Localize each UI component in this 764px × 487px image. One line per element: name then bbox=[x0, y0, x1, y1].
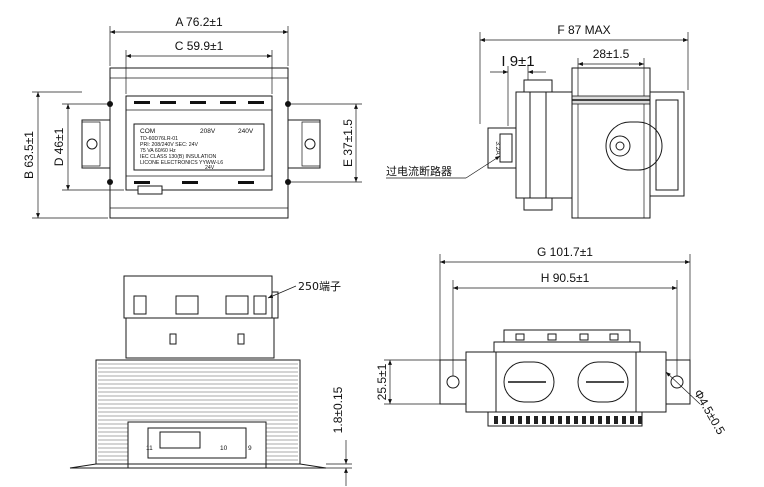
dim-hole-label: Φ4.5±0.5 bbox=[691, 387, 728, 437]
front-view: COM 208V 240V TD-60D76LR-01 PRI: 208/240… bbox=[22, 15, 362, 219]
dim-28-label: 28±1.5 bbox=[593, 47, 630, 61]
flange-hole-left bbox=[446, 375, 460, 389]
nameplate-line1-left: COM bbox=[140, 128, 155, 135]
front-flange-hole-right bbox=[304, 138, 316, 150]
bottom-pin bbox=[614, 416, 618, 424]
bottom-pin bbox=[550, 416, 554, 424]
bottom-pin bbox=[638, 416, 642, 424]
bottom-pin bbox=[510, 416, 514, 424]
dim-i-label: I 9±1 bbox=[501, 53, 534, 70]
dim-b-label: B 63.5±1 bbox=[22, 131, 36, 179]
side-core bbox=[571, 67, 651, 219]
nameplate-line1-right: 240V bbox=[238, 128, 254, 135]
nameplate-line3: PRI: 208/240V SEC: 24V bbox=[140, 142, 199, 148]
nameplate-line1-mid: 208V bbox=[200, 128, 216, 135]
bottom-pin bbox=[590, 416, 594, 424]
nameplate-line2: TD-60D76LR-01 bbox=[140, 136, 178, 142]
dim-c-label: C 59.9±1 bbox=[175, 39, 224, 53]
dim-thickness-label: 1.8±0.15 bbox=[331, 386, 345, 433]
bottom-right-core bbox=[465, 351, 667, 413]
bottom-pin bbox=[534, 416, 538, 424]
bottom-pin bbox=[582, 416, 586, 424]
bottom-pin bbox=[630, 416, 634, 424]
bottom-pin bbox=[566, 416, 570, 424]
bottom-pin bbox=[518, 416, 522, 424]
bottom-right-flange bbox=[439, 359, 691, 405]
dim-h-label: H 90.5±1 bbox=[541, 271, 590, 285]
bottom-pin bbox=[526, 416, 530, 424]
bottom-left-view: 11 10 9 250端子 1.8±0.15 bbox=[69, 275, 352, 486]
breaker-label: 过电流断路器 bbox=[386, 164, 452, 178]
bottom-pin bbox=[494, 416, 498, 424]
pin-mid-label: 10 bbox=[220, 445, 228, 452]
front-flange-hole-left bbox=[86, 138, 98, 150]
bottom-pin bbox=[598, 416, 602, 424]
nameplate bbox=[133, 123, 265, 171]
dim-a-label: A 76.2±1 bbox=[175, 15, 223, 29]
breaker-text: 3.2A bbox=[494, 141, 501, 155]
dim-e-label: E 37±1.5 bbox=[341, 119, 355, 167]
pin-left-label: 11 bbox=[146, 445, 153, 452]
terminal-label: 250端子 bbox=[298, 280, 341, 293]
dim-height-label: 25.5±1 bbox=[375, 363, 389, 400]
dim-g-label: G 101.7±1 bbox=[537, 245, 593, 259]
bottom-pin bbox=[502, 416, 506, 424]
dim-f-label: F 87 MAX bbox=[557, 23, 610, 37]
nameplate-line7: 24V bbox=[205, 165, 215, 171]
bottom-pin bbox=[542, 416, 546, 424]
dim-d-label: D 46±1 bbox=[52, 127, 66, 166]
nameplate-line5: IEC CLASS 130(B) INSULATION bbox=[140, 154, 217, 160]
pin-right-label: 9 bbox=[248, 445, 252, 452]
bottom-pin bbox=[622, 416, 626, 424]
bottom-pin bbox=[574, 416, 578, 424]
nameplate-line6: LICONE ELECTRONICS YYWW-L6 bbox=[140, 160, 223, 166]
side-view: 3.2A F 87 MAX I 9±1 28±1.5 过电流断路器 bbox=[386, 23, 689, 219]
bottom-pin bbox=[558, 416, 562, 424]
nameplate-line4: 75 VA 60/60 Hz bbox=[140, 148, 176, 154]
bottom-right-view: G 101.7±1 H 90.5±1 25.5±1 Φ4.5±0.5 bbox=[375, 245, 728, 437]
side-bobbin bbox=[515, 91, 573, 199]
bottom-pin bbox=[606, 416, 610, 424]
